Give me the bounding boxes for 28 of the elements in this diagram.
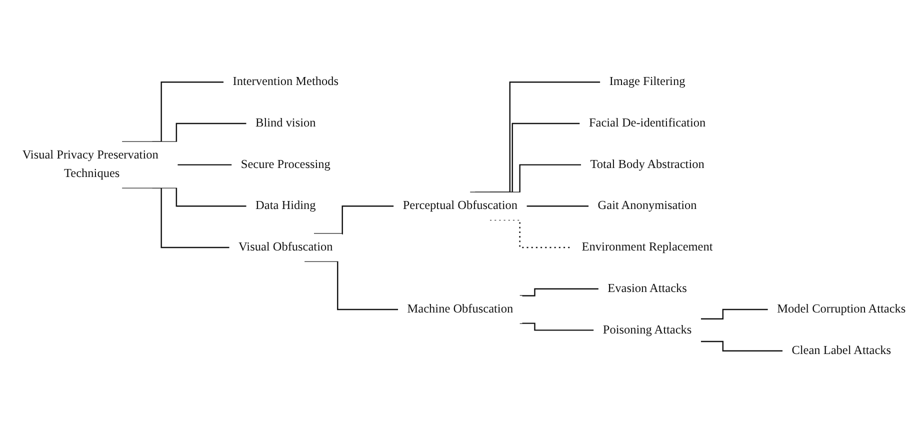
- connector: [470, 82, 600, 193]
- connector: [700, 308, 768, 320]
- node-text: Intervention Methods: [232, 75, 339, 88]
- connector: [526, 206, 589, 207]
- node-text: Gait Anonymisation: [598, 199, 697, 212]
- node-text: Environment Replacement: [582, 240, 713, 254]
- node-text: Blind vision: [256, 116, 316, 130]
- node-text: Data Hiding: [256, 199, 316, 212]
- node-text: Evasion Attacks: [608, 282, 687, 295]
- node-text: Model Corruption Attacks: [777, 302, 906, 316]
- connector: [490, 164, 582, 193]
- connector: [700, 340, 783, 352]
- node-text: Total Body Abstraction: [590, 158, 704, 171]
- connector: [122, 82, 224, 142]
- connector: [122, 187, 230, 248]
- node-text: Image Filtering: [609, 75, 686, 88]
- connector: [314, 206, 394, 234]
- node-text: Machine Obfuscation: [407, 302, 514, 316]
- connector: [520, 322, 594, 331]
- connector: [178, 164, 232, 166]
- connector: [304, 260, 398, 310]
- connector: [520, 288, 598, 296]
- node-text: Clean Label Attacks: [792, 344, 892, 357]
- node-text: Poisoning Attacks: [602, 323, 692, 336]
- connector: [152, 122, 246, 142]
- node-text: Facial De-identification: [588, 116, 706, 130]
- node-text: Secure Processing: [240, 158, 330, 171]
- connector: [475, 122, 580, 193]
